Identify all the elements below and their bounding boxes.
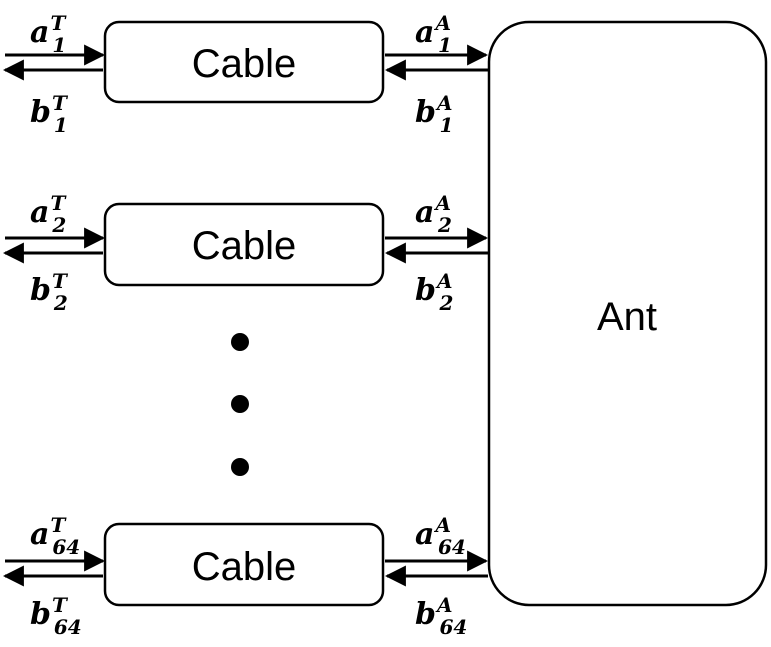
ellipsis-dot [231, 395, 249, 413]
ellipsis-dot [231, 333, 249, 351]
antenna-label: Ant [597, 295, 657, 339]
cable-label: Cable [192, 224, 297, 268]
antenna-box [487, 20, 768, 607]
cable-label: Cable [192, 42, 297, 86]
ellipsis-dot [231, 458, 249, 476]
cable-label: Cable [192, 545, 297, 589]
